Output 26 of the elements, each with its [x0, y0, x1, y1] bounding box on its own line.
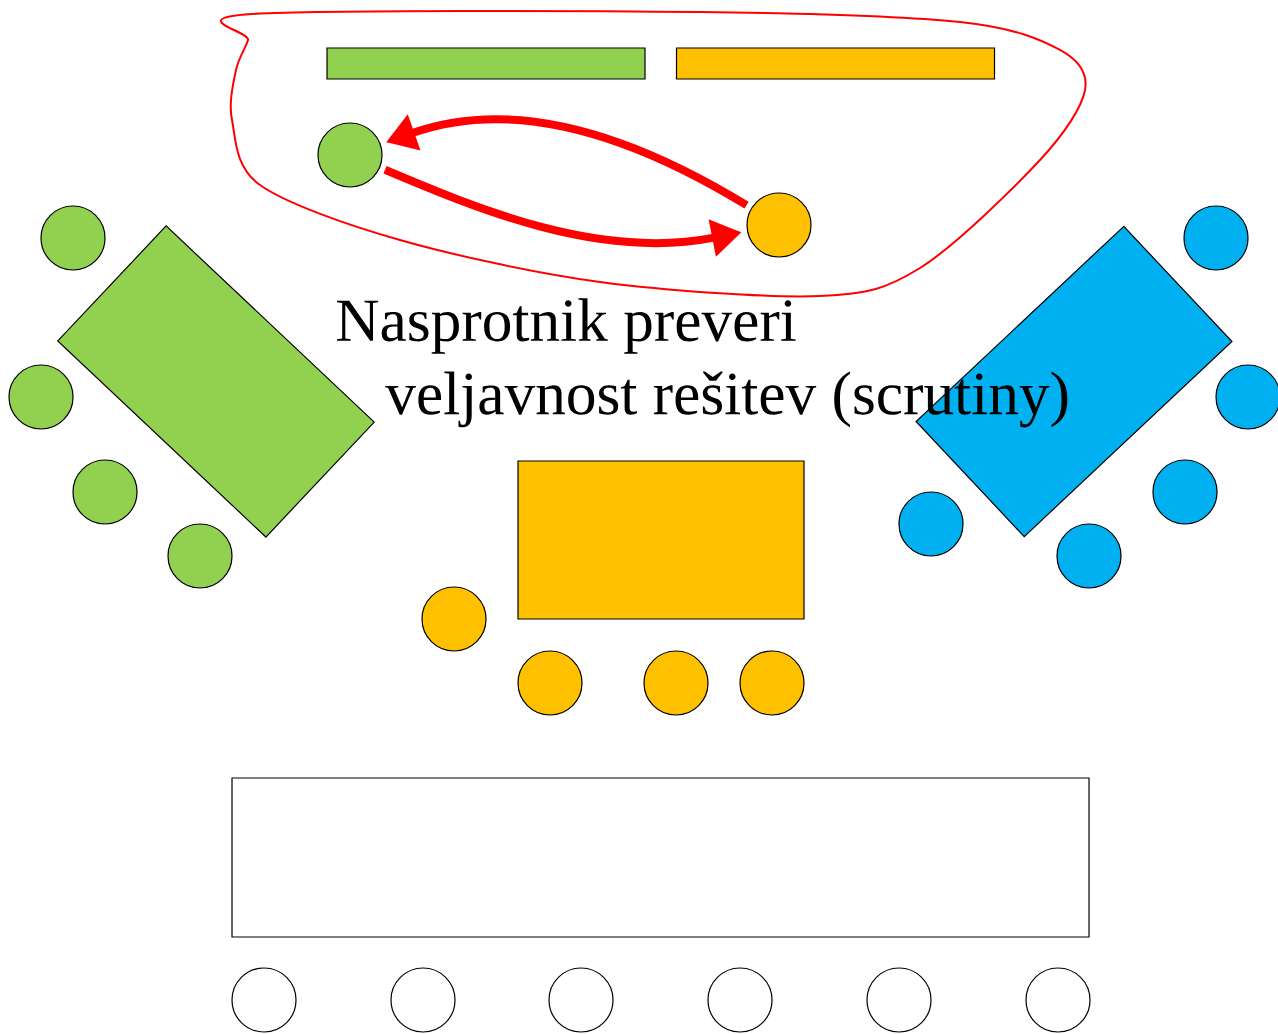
bar	[675, 47, 996, 80]
circle	[1183, 205, 1249, 271]
outline-blob	[219, 9, 1087, 298]
circle	[317, 122, 383, 188]
circle	[643, 650, 709, 716]
circle	[548, 967, 614, 1033]
circle	[421, 586, 487, 652]
circle	[739, 650, 805, 716]
circle	[898, 491, 964, 557]
table	[231, 777, 1090, 938]
circle	[517, 650, 583, 716]
circle	[1215, 364, 1278, 430]
circle	[231, 967, 297, 1033]
circle	[1025, 967, 1091, 1033]
circle	[746, 192, 812, 258]
circle	[1152, 459, 1218, 525]
circle	[40, 205, 106, 271]
circle	[8, 364, 74, 430]
circle	[72, 459, 138, 525]
circle	[167, 523, 233, 589]
circle	[866, 967, 932, 1033]
circle	[390, 967, 456, 1033]
circle	[1056, 523, 1122, 589]
circle	[707, 967, 773, 1033]
table	[517, 460, 805, 620]
bar	[326, 47, 646, 80]
